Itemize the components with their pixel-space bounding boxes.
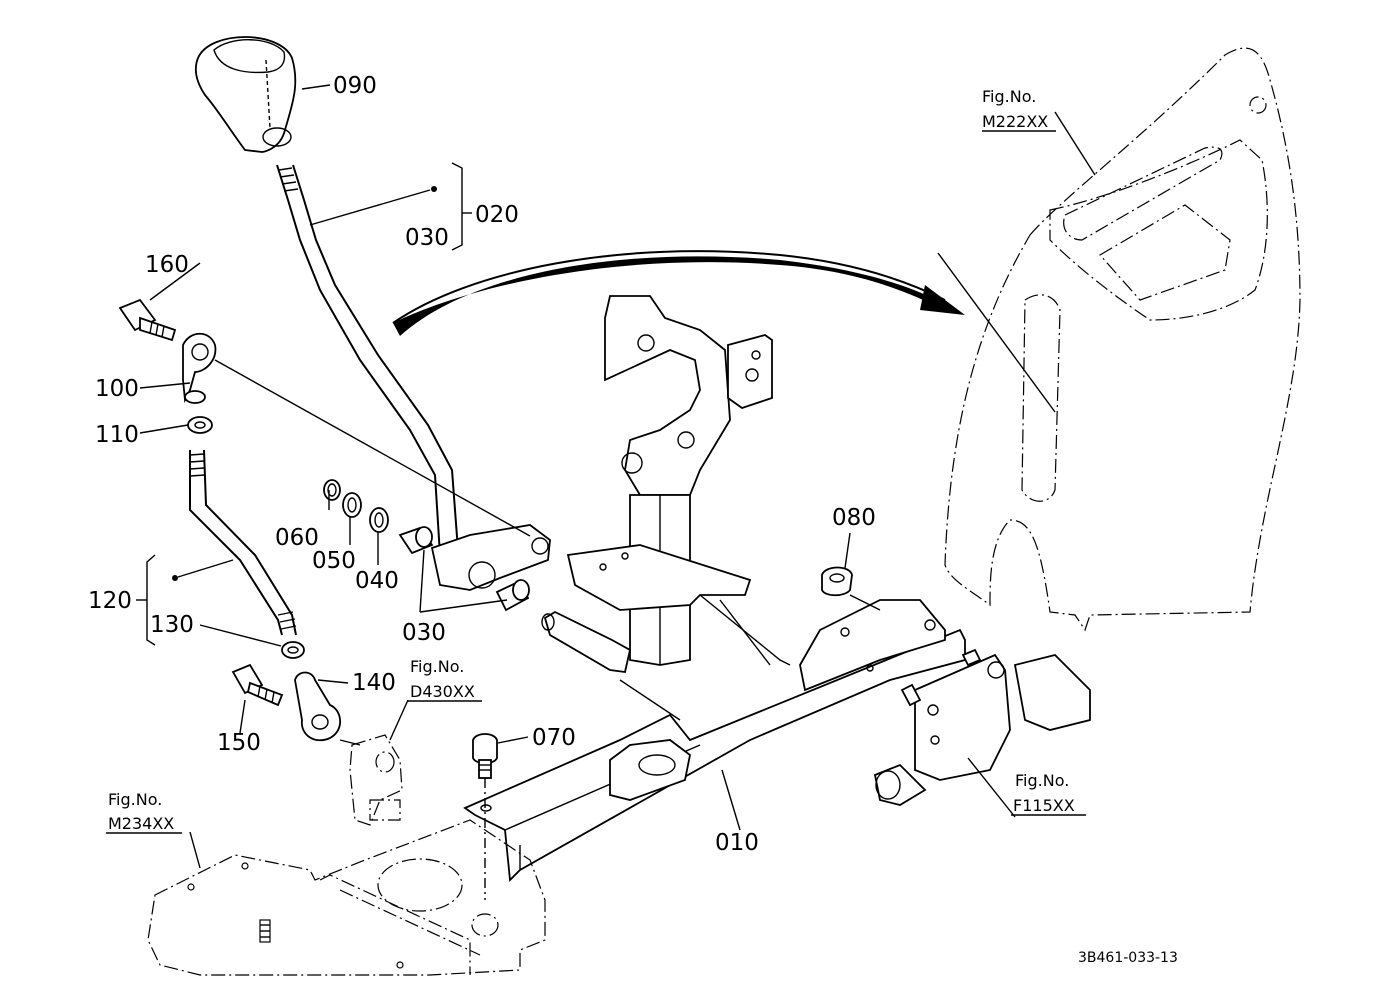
- part-label-020: 020: [475, 202, 519, 228]
- d430-part: [349, 734, 403, 826]
- part-label-060: 060: [275, 525, 319, 551]
- nut-110: [187, 416, 213, 434]
- leader-020: [309, 189, 431, 226]
- leader-090: [301, 84, 331, 90]
- bushing-030-a: [398, 526, 434, 555]
- part-label-030-upper: 030: [405, 225, 449, 251]
- fig-ref-m234-code: M234XX: [108, 814, 174, 833]
- part-label-040: 040: [355, 568, 399, 594]
- fig-ref-d430-code: D430XX: [410, 682, 475, 701]
- part-label-050: 050: [312, 548, 356, 574]
- console-cover: [937, 47, 1301, 632]
- part-label-110: 110: [95, 422, 139, 448]
- rod-end-140: [294, 671, 342, 742]
- part-label-150: 150: [217, 730, 261, 756]
- nut-130: [281, 641, 305, 659]
- right-bracket: [873, 648, 1091, 806]
- part-label-070: 070: [532, 725, 576, 751]
- base-plate: [147, 819, 546, 976]
- bolt-070: [472, 733, 498, 900]
- main-frame: [463, 599, 966, 882]
- direction-arrow: [392, 250, 965, 336]
- fig-ref-m222-prefix: Fig.No.: [982, 87, 1036, 106]
- fig-ref-f115-prefix: Fig.No.: [1015, 771, 1069, 790]
- bracket-020: [451, 162, 463, 251]
- clip-060: [323, 479, 341, 501]
- bolt-150: [231, 663, 284, 707]
- part-label-160: 160: [145, 252, 189, 278]
- lever-bracket: [566, 295, 791, 666]
- link-rod-120: [189, 449, 297, 636]
- shift-knob: [194, 36, 297, 153]
- part-label-090: 090: [333, 73, 377, 99]
- fig-ref-m222-code: M222XX: [982, 112, 1048, 131]
- fig-ref-f115-code: F115XX: [1013, 796, 1075, 815]
- bolt-160: [118, 298, 177, 342]
- part-label-010: 010: [715, 830, 759, 856]
- washer-040: [369, 507, 389, 533]
- part-label-120: 120: [88, 588, 132, 614]
- part-label-140: 140: [352, 670, 396, 696]
- drawing-number: 3B461-033-13: [1078, 950, 1178, 966]
- part-label-100: 100: [95, 376, 139, 402]
- shift-lever-rod: [276, 164, 551, 591]
- part-label-030-lower: 030: [402, 620, 446, 646]
- rod-end-100: [182, 332, 217, 404]
- nut-080: [821, 566, 853, 597]
- bushing-030-b: [495, 579, 530, 612]
- fig-ref-d430-prefix: Fig.No.: [410, 657, 464, 676]
- washer-050: [342, 492, 362, 518]
- part-label-130: 130: [150, 612, 194, 638]
- part-label-080: 080: [832, 505, 876, 531]
- fig-ref-m234-prefix: Fig.No.: [108, 790, 162, 809]
